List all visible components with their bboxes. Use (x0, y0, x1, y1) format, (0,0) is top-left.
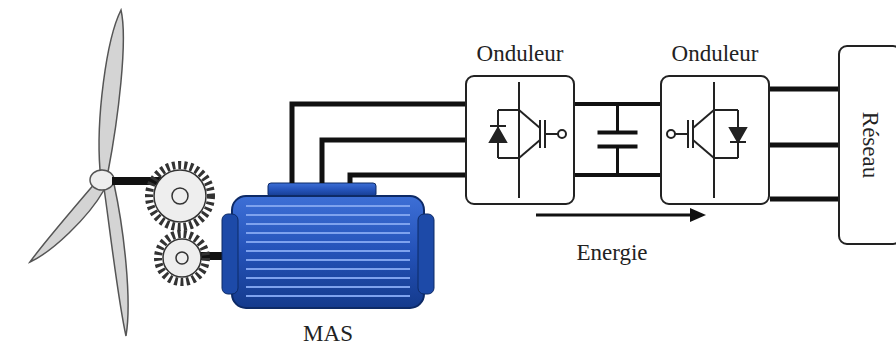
machine-node: MAS (222, 183, 434, 347)
grid-box: Réseau (838, 45, 896, 245)
inverter-box: Onduleur (465, 75, 575, 205)
gearbox (149, 165, 211, 282)
node-label: Réseau (857, 112, 883, 178)
induction-machine (222, 183, 434, 308)
igbt-symbol (490, 82, 566, 198)
node-label: Onduleur (477, 41, 564, 67)
dc-link (575, 104, 660, 175)
turbine (30, 10, 128, 336)
igbt-symbol (667, 82, 746, 198)
node-label: Onduleur (672, 41, 759, 67)
three-phase-wires (770, 89, 838, 199)
inverter-box: Onduleur (660, 75, 770, 205)
three-phase-wires (292, 104, 465, 183)
node-label: MAS (303, 321, 353, 347)
energy-arrow (536, 208, 706, 222)
energy-label: Energie (576, 240, 647, 266)
